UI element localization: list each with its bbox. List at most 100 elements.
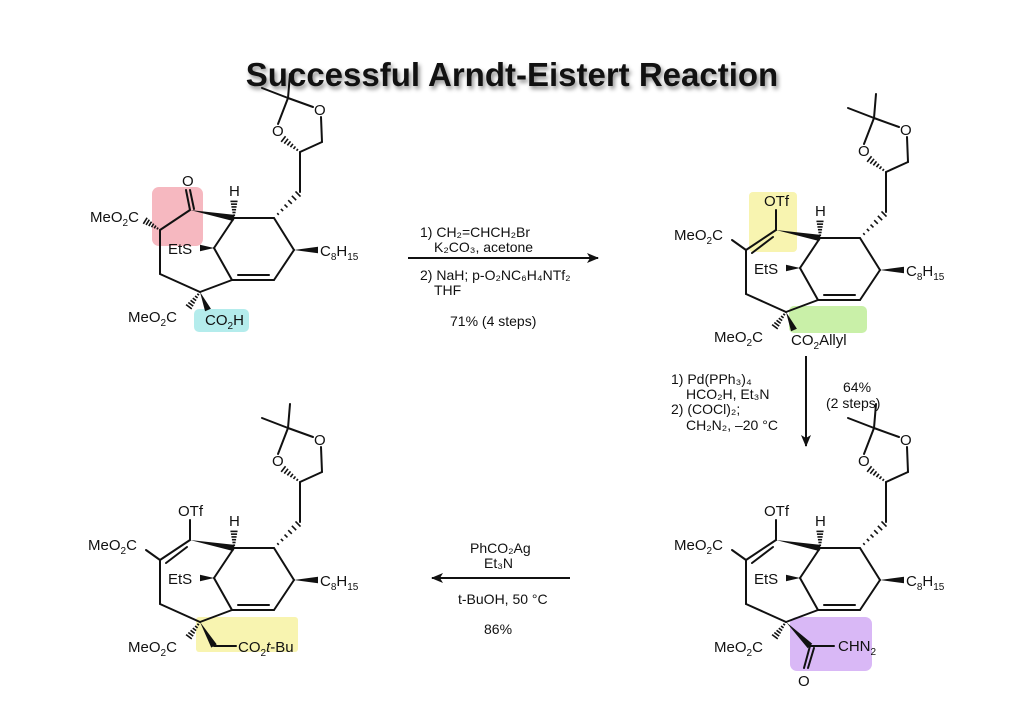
hash-bond-dioxolane [280, 465, 299, 482]
ets-label: EtS [754, 261, 778, 278]
bond [859, 269, 881, 301]
bond [320, 116, 323, 143]
hash-bond-h [816, 220, 824, 237]
hash-bond-h [230, 530, 238, 547]
bond [799, 237, 821, 269]
meo2c-bottom-label: MeO2C [128, 309, 177, 329]
ets-label: EtS [168, 571, 192, 588]
step1-condition-2: K₂CO₃, acetone [434, 239, 533, 255]
bond [745, 229, 777, 251]
otf-label: OTf [764, 193, 790, 210]
step2-condition-3: 2) (COCl)₂; [671, 401, 740, 417]
h-label: H [229, 183, 240, 200]
bond [299, 471, 323, 483]
wedge-bond-top [190, 540, 235, 552]
bond [277, 97, 289, 125]
bond [273, 249, 295, 281]
meo2c-left-label: MeO2C [674, 537, 723, 557]
meo2c-bottom-label: MeO2C [714, 329, 763, 349]
bond [159, 209, 191, 231]
bond [803, 645, 811, 669]
bond [859, 579, 881, 611]
hash-bond-sidechain [276, 190, 302, 216]
double-bond-inner [165, 546, 188, 564]
bond [287, 97, 314, 108]
methyl-bond [873, 93, 877, 119]
meo2c-left-label: MeO2C [674, 227, 723, 247]
bond [199, 609, 233, 623]
bond [273, 547, 295, 581]
wedge-bond-top [776, 230, 821, 242]
bond [745, 293, 787, 313]
otf-label: OTf [178, 503, 204, 520]
bond [731, 549, 747, 561]
hash-bond-dioxolane [866, 155, 885, 172]
step3-condition-2: Et₃N [484, 555, 513, 571]
step3-condition-3: t-BuOH, 50 °C [458, 591, 548, 607]
methyl-bond [261, 87, 289, 99]
wedge-bond-ch2 [200, 622, 217, 648]
acid-highlight [194, 309, 249, 332]
c8h15-label: C8H15 [320, 573, 359, 593]
meo2c-bottom-label: MeO2C [128, 639, 177, 659]
wedge-bond-ets [786, 264, 800, 272]
double-bond-inner [189, 189, 195, 210]
bond [273, 579, 295, 611]
ets-label: EtS [168, 241, 192, 258]
step3-condition-1: PhCO₂Ag [470, 540, 531, 556]
wedge-bond-c8h15 [294, 246, 318, 254]
step1-condition-1: 1) CH₂=CHCH₂Br [420, 224, 530, 240]
bond [859, 237, 881, 271]
tbu-ester-label: CO2t-Bu [238, 639, 294, 659]
step2-condition-4: CH₂N₂, –20 °C [686, 417, 778, 433]
methyl-bond [287, 403, 291, 429]
hash-bond-h [230, 200, 238, 217]
bond [906, 136, 909, 163]
c8h15-label: C8H15 [320, 243, 359, 263]
step1-condition-3: 2) NaH; p-O₂NC₆H₄NTf₂ [420, 267, 571, 283]
step2-condition-2: HCO₂H, Et₃N [686, 386, 769, 402]
allyl-ester-label: CO2Allyl [791, 332, 847, 352]
hash-bond-dioxolane [866, 465, 885, 482]
hash-bond-meo2c [142, 217, 159, 230]
bond [799, 267, 819, 301]
wedge-bond-c8h15 [294, 576, 318, 584]
methyl-bond [847, 107, 875, 119]
carbonyl-o-label: O [182, 173, 194, 190]
bond [885, 471, 909, 483]
step2-condition-1: 1) Pd(PPh₃)₄ [671, 371, 752, 387]
bond [145, 549, 161, 561]
step1-yield: 71% (4 steps) [450, 313, 536, 329]
bond [273, 217, 295, 251]
hash-bond-meo2c-bottom [771, 623, 786, 640]
chn2-label: CHN2 [838, 638, 877, 658]
meo2c-bottom-label: MeO2C [714, 639, 763, 659]
bond [213, 547, 235, 579]
dioxolane-o1-label: O [272, 453, 284, 470]
wedge-bond-diazo [786, 622, 813, 649]
hash-bond-meo2c-bottom [185, 293, 200, 310]
h-label: H [815, 203, 826, 220]
dioxolane-o2-label: O [314, 432, 326, 449]
step1-condition-4: THF [434, 282, 461, 298]
ets-label: EtS [754, 571, 778, 588]
step2-yield-steps: (2 steps) [826, 395, 880, 411]
bond [799, 547, 821, 579]
wedge-bond-ets [200, 244, 214, 252]
scheme-title: Successful Arndt-Eistert Reaction [245, 56, 779, 93]
h-label: H [815, 513, 826, 530]
dioxolane-o1-label: O [858, 143, 870, 160]
hash-bond-sidechain [862, 520, 888, 546]
h-label: H [229, 513, 240, 530]
meo2c-left-label: MeO2C [90, 209, 139, 229]
bond [213, 247, 233, 281]
dioxolane-o1-label: O [272, 123, 284, 140]
bond [299, 141, 323, 153]
bond [785, 609, 819, 623]
dioxolane-o2-label: O [900, 432, 912, 449]
